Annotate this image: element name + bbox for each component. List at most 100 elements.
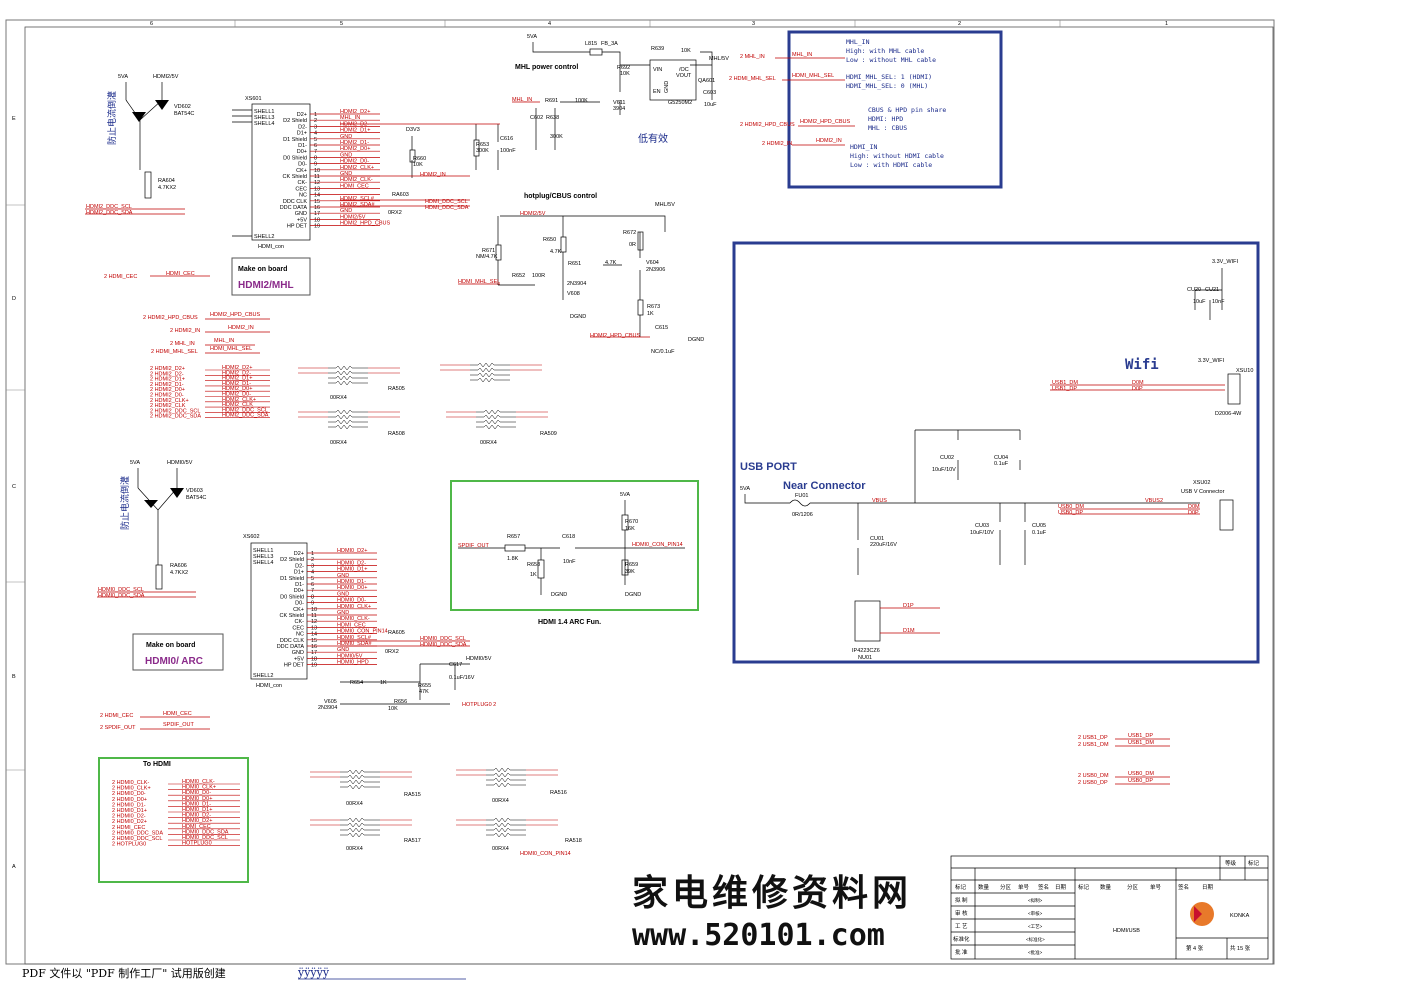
connector-pin-label: D0+ <box>294 588 304 594</box>
svg-text:C615: C615 <box>655 325 668 331</box>
grid-row: E <box>12 116 16 122</box>
connector-pin-label: D2- <box>295 563 304 569</box>
to-hdmi-net: HDMI0_D2+ <box>182 818 212 824</box>
svg-text:R639: R639 <box>651 46 664 52</box>
svg-text:HDMI_CEC: HDMI_CEC <box>163 711 192 717</box>
svg-text:<工艺>: <工艺> <box>1028 924 1043 929</box>
svg-text:VD603: VD603 <box>186 488 203 494</box>
svg-text:CU20: CU20 <box>1187 287 1201 293</box>
svg-text:00RX4: 00RX4 <box>492 798 509 804</box>
title-col-header: 数量 <box>1100 883 1112 891</box>
hdmi0-board-name: HDMI0/ ARC <box>145 656 203 667</box>
to-hdmi-port: 2 HDMI0_CLK- <box>112 780 149 786</box>
connector-net: HDMI0_D2- <box>337 560 366 566</box>
svg-text:R660: R660 <box>413 156 426 162</box>
grid-col: 4 <box>548 21 551 27</box>
connector-pin-number: 18 <box>311 656 317 662</box>
grid-row: D <box>12 296 16 302</box>
to-hdmi-port: 2 HDMI0_DDC_SCL <box>112 836 162 842</box>
port-net: HDMI2_D2+ <box>222 365 252 371</box>
svg-text:HDMI2_IN: HDMI2_IN <box>420 172 446 178</box>
svg-text:5VA: 5VA <box>130 460 140 466</box>
connector-pin-label: D1- <box>298 143 307 149</box>
connector-pin-label: NC <box>296 632 304 638</box>
connector-net: HDMI0/5V <box>337 653 363 659</box>
to-hdmi-net: HDMI0_D1- <box>182 801 211 807</box>
svg-text:USB V Connector: USB V Connector <box>1181 489 1225 495</box>
to-hdmi-port: 2 HDMI_CEC <box>112 825 145 831</box>
svg-text:10K: 10K <box>620 71 630 77</box>
svg-text:1K: 1K <box>647 311 654 317</box>
svg-text:Low : with HDMI cable: Low : with HDMI cable <box>850 161 932 169</box>
connector-net: HDMI0_CLK+ <box>337 604 371 610</box>
footer-pdf: PDF 文件以 "PDF 制作工厂" 试用版创建 <box>22 966 226 980</box>
port-net: HDMI2_D0+ <box>222 386 252 392</box>
svg-text:SHELL3: SHELL3 <box>253 554 274 560</box>
svg-text:4.7K: 4.7K <box>605 260 617 266</box>
svg-text:R671: R671 <box>482 248 495 254</box>
svg-text:R659: R659 <box>625 562 638 568</box>
svg-text:C617: C617 <box>449 662 462 668</box>
title-col-header: 单号 <box>1150 883 1162 891</box>
connector-pin-number: 9 <box>311 601 314 607</box>
hdmi0-board-title: Make on board <box>146 642 195 649</box>
connector-pin-label: NC <box>299 193 307 199</box>
qa601-body <box>649 59 697 101</box>
label-4-7kx2: 4.7KX2 <box>158 185 176 191</box>
svg-text:2 USB1_DP: 2 USB1_DP <box>1078 735 1108 741</box>
title-col-header: 签名 <box>1178 883 1189 891</box>
title-rows: 拟 制<拟制> 审 核<审核> 工 艺<工艺> 标准化<标准化> 批 准<批准> <box>953 896 1045 956</box>
svg-text:HDMI_MHL_SEL: HDMI_MHL_SEL <box>458 279 500 285</box>
svg-text:R655: R655 <box>418 683 431 689</box>
svg-text:DGND: DGND <box>570 314 586 320</box>
svg-text:100K: 100K <box>575 98 588 104</box>
svg-text:2 HDMI2_HPD_CBUS: 2 HDMI2_HPD_CBUS <box>143 315 198 321</box>
connector-pin-number: 17 <box>311 650 317 656</box>
label-5va: 5VA <box>118 74 128 80</box>
grid-col: 1 <box>1165 21 1168 27</box>
near-connector-label: Near Connector <box>783 480 866 492</box>
svg-text:D2006-4W: D2006-4W <box>1215 411 1242 417</box>
page-title: HDMI/USB <box>1113 928 1140 934</box>
svg-text:MHL_IN: MHL_IN <box>846 38 870 46</box>
svg-text:HDMI2_IN: HDMI2_IN <box>228 325 254 331</box>
footer-link[interactable]: ÿÿÿÿÿ <box>297 966 330 979</box>
port-label: 2 HDMI2_D0- <box>150 393 184 399</box>
to-hdmi-net: HDMI0_D0- <box>182 790 211 796</box>
svg-text:00RX4: 00RX4 <box>330 440 347 446</box>
mhl-notes-box <box>787 30 1003 189</box>
connector-pin-label: +5V <box>294 656 304 662</box>
svg-text:HDMI: HPD: HDMI: HPD <box>868 115 903 123</box>
svg-text:HDMI0/5V: HDMI0/5V <box>466 656 492 662</box>
svg-text:HDMI_MHL_SEL: HDMI_MHL_SEL <box>792 73 834 79</box>
connector-pin-number: 14 <box>314 193 320 199</box>
svg-text:00RX4: 00RX4 <box>330 395 347 401</box>
port-label: 2 HDMI2_D2- <box>150 371 184 377</box>
company-name: KONKA <box>1230 913 1250 919</box>
svg-text:3.3V_WIFI: 3.3V_WIFI <box>1212 259 1238 265</box>
svg-text:USB0_DM: USB0_DM <box>1128 771 1154 777</box>
xs602-body <box>250 542 308 680</box>
svg-text:2N3904: 2N3904 <box>318 705 337 711</box>
connector-net: HDMI2_HPD_CBUS <box>340 221 390 227</box>
svg-text:D0P: D0P <box>1188 510 1199 516</box>
svg-text:R656: R656 <box>394 699 407 705</box>
connector-pin-label: CK+ <box>293 607 304 613</box>
svg-text:39K: 39K <box>625 569 635 575</box>
svg-text:47K: 47K <box>419 689 429 695</box>
svg-text:0R: 0R <box>629 242 636 248</box>
svg-text:0RX2: 0RX2 <box>388 210 402 216</box>
connector-net: HDMI2/5V <box>340 214 366 220</box>
svg-text:5VA: 5VA <box>527 34 537 40</box>
connector-pin-number: 1 <box>311 551 314 557</box>
svg-text:VOUT: VOUT <box>676 73 692 79</box>
svg-text:<批准>: <批准> <box>1028 949 1043 956</box>
connector-pin-number: 5 <box>314 137 317 143</box>
svg-text:MHL/5V: MHL/5V <box>655 202 675 208</box>
svg-text:1K: 1K <box>530 572 537 578</box>
xsu02-body <box>1219 499 1234 531</box>
connector-net: HDMI0_D0+ <box>337 585 367 591</box>
left-port-list-a: 2 HDMI2_HPD_CBUS 2 HDMI2_IN 2 MHL_IN 2 H… <box>143 312 260 355</box>
connector-pin-number: 19 <box>314 224 320 230</box>
